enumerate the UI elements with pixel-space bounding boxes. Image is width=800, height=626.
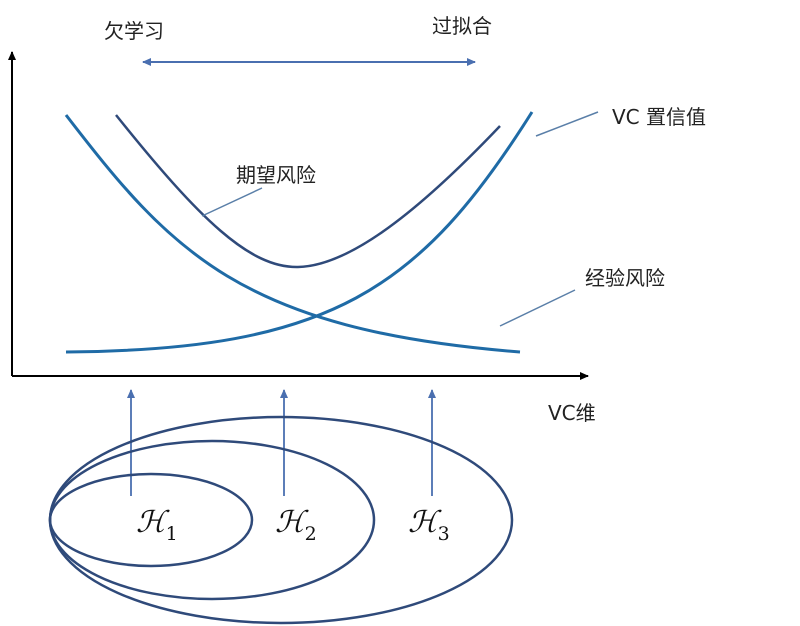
h1-ellipse xyxy=(48,472,254,568)
expected-risk-leader xyxy=(201,187,263,217)
underfitting-label: 欠学习 xyxy=(104,19,164,43)
empirical-risk-label: 经验风险 xyxy=(585,266,665,290)
expected-risk-label: 期望风险 xyxy=(236,163,316,187)
expected-risk-curve xyxy=(115,114,501,269)
empirical-risk-leader xyxy=(499,289,576,327)
overfitting-label: 过拟合 xyxy=(432,14,492,38)
vc-confidence-leader xyxy=(535,111,599,137)
h1-label: ℋ1 xyxy=(136,505,178,545)
vc-confidence-curve xyxy=(65,111,534,354)
h2-label: ℋ2 xyxy=(275,505,317,545)
empirical-risk-curve xyxy=(64,114,521,354)
h3-label: ℋ3 xyxy=(408,505,450,545)
vc-confidence-label: VC 置信值 xyxy=(612,105,706,129)
vc-dimension-label: VC维 xyxy=(548,401,596,425)
h2-ellipse xyxy=(48,439,376,601)
